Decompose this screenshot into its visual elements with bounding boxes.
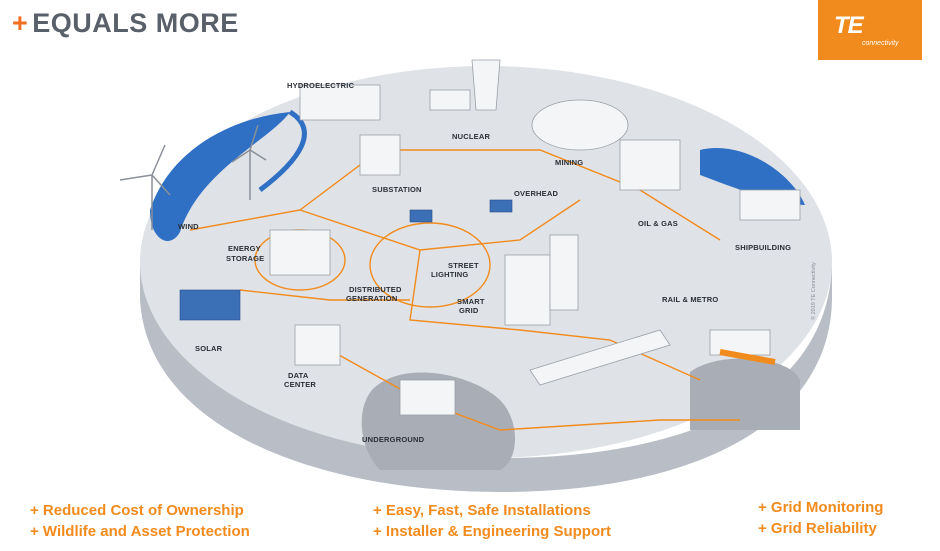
label-distributed-generation-line2: GENERATION — [346, 294, 397, 303]
benefit-item: + Wildlife and Asset Protection — [30, 523, 250, 540]
tunnel-cutaway — [690, 358, 800, 430]
oil-gas-refinery — [619, 139, 681, 191]
label-data-center-line1: DATA — [288, 371, 309, 380]
wind-turbines — [119, 124, 267, 230]
smart-grid-building-b — [549, 234, 579, 311]
logo-subtext: connectivity — [862, 40, 899, 47]
benefits-column-3: + Grid Monitoring + Grid Reliability — [758, 497, 883, 539]
hydroelectric-dam — [299, 84, 381, 121]
solar-panels — [179, 289, 241, 321]
nuclear-cooling-tower — [471, 59, 501, 111]
benefit-item: + Installer & Engineering Support — [373, 523, 611, 540]
benefits-column-1: + Reduced Cost of Ownership + Wildlife a… — [30, 500, 250, 542]
label-street-lighting-line2: LIGHTING — [431, 270, 468, 279]
nuclear-building — [429, 89, 471, 111]
benefit-item: + Grid Monitoring — [758, 499, 884, 516]
data-center — [294, 324, 341, 366]
benefits-column-2: + Easy, Fast, Safe Installations + Insta… — [373, 500, 611, 542]
label-overhead: OVERHEAD — [514, 189, 558, 198]
rooftop-solar-left — [409, 209, 433, 223]
energy-storage-units — [269, 229, 331, 276]
label-substation: SUBSTATION — [372, 185, 422, 194]
label-smart-grid-line1: SMART — [457, 297, 485, 306]
label-distributed-generation-line1: DISTRIBUTED — [349, 285, 402, 294]
title-text: EQUALS MORE — [32, 8, 239, 38]
label-mining: MINING — [555, 158, 583, 167]
page-title: +EQUALS MORE — [12, 8, 239, 39]
title-plus: + — [12, 8, 29, 38]
underground-vault — [399, 379, 456, 416]
te-connectivity-logo: TE connectivity — [818, 0, 922, 60]
label-data-center-line2: CENTER — [284, 380, 316, 389]
label-shipbuilding: SHIPBUILDING — [735, 243, 791, 252]
platform-side — [140, 262, 832, 492]
label-rail-metro: RAIL & METRO — [662, 295, 718, 304]
label-nuclear: NUCLEAR — [452, 132, 490, 141]
benefit-item: + Reduced Cost of Ownership — [30, 502, 244, 519]
power-lines — [189, 149, 740, 431]
label-underground: UNDERGROUND — [362, 435, 425, 444]
label-wind: WIND — [178, 222, 199, 231]
smart-grid-building-a — [504, 254, 551, 326]
label-solar: SOLAR — [195, 344, 223, 353]
label-smart-grid-line2: GRID — [459, 306, 479, 315]
label-street-lighting-line1: STREET — [448, 261, 479, 270]
benefit-item: + Grid Reliability — [758, 520, 877, 537]
river — [258, 109, 307, 192]
logo-mark: TE — [834, 12, 864, 39]
rooftop-solar-right — [489, 199, 513, 213]
copyright-text: © 2019 TE Connectivity — [810, 262, 817, 320]
metro-train — [709, 329, 771, 356]
train — [529, 329, 671, 386]
label-oil-gas: OIL & GAS — [638, 219, 678, 228]
benefit-item: + Easy, Fast, Safe Installations — [373, 502, 591, 519]
substation — [359, 134, 401, 176]
orange-tunnel-pipes — [719, 349, 776, 365]
mining-pit — [531, 99, 629, 151]
label-energy-storage-line2: STORAGE — [226, 254, 264, 263]
label-energy-storage-line1: ENERGY — [228, 244, 261, 253]
water-body-left — [150, 112, 290, 241]
shipyard — [739, 189, 801, 221]
label-hydroelectric: HYDROELECTRIC — [287, 81, 355, 90]
